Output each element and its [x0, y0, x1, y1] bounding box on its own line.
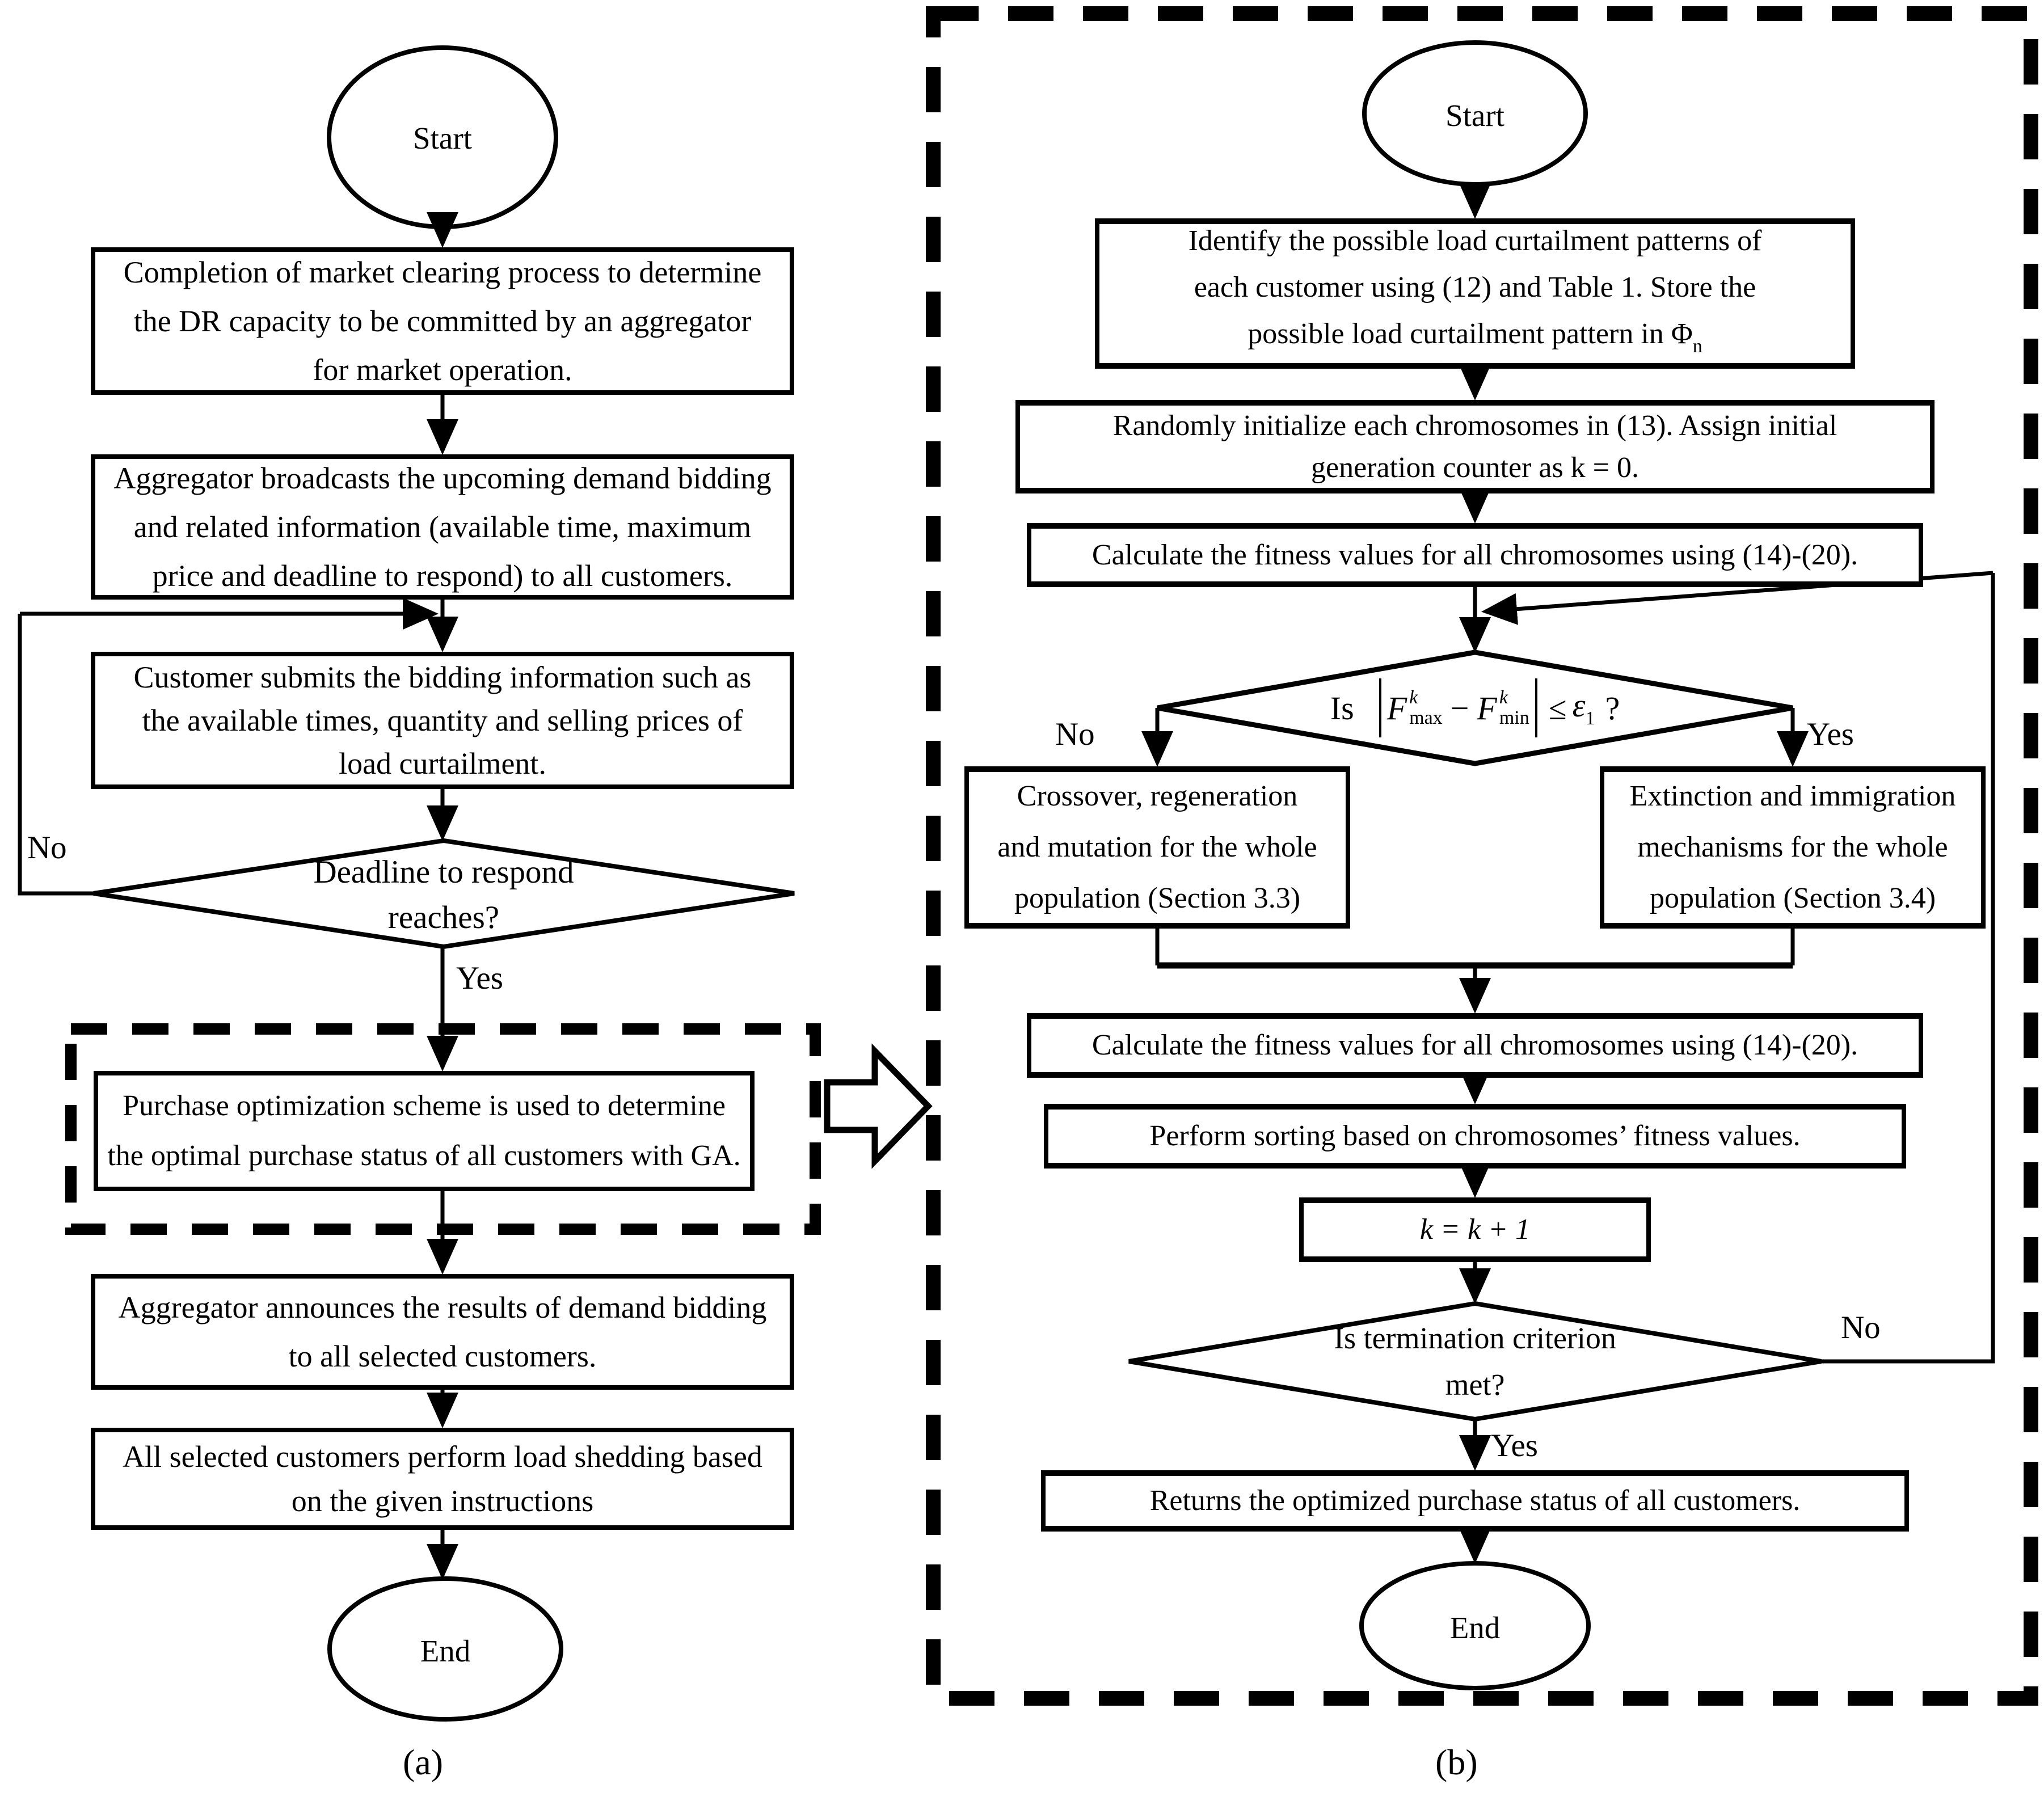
process-identify-patterns: Identify the possible load curtailment p…	[1095, 218, 1855, 369]
start-label-b: Start	[1445, 98, 1504, 133]
convergence-no-label: No	[1055, 716, 1095, 752]
deadline-yes-label: Yes	[456, 960, 503, 996]
abs-bar-right	[1535, 678, 1537, 737]
process-customer-submit: Customer submits the bidding information…	[91, 652, 794, 789]
process-initialize-chromosomes: Randomly initialize each chromosomes in …	[1015, 400, 1935, 493]
connectors-b	[1141, 183, 1995, 1564]
convergence-yes-label: Yes	[1807, 716, 1854, 752]
process-purchase-optimization: Purchase optimization scheme is used to …	[94, 1071, 755, 1191]
process-broadcast: Aggregator broadcasts the upcoming deman…	[91, 454, 794, 600]
process-market-clearing: Completion of market clearing process to…	[91, 247, 794, 395]
block-arrow-a-to-b	[824, 1043, 933, 1169]
termination-no-label: No	[1841, 1310, 1881, 1345]
dashed-frame-b	[926, 6, 2038, 1706]
process-sorting: Perform sorting based on chromosomes’ fi…	[1044, 1104, 1906, 1169]
deadline-decision-text: Deadline to respond reaches?	[313, 854, 574, 935]
connectors-a	[18, 212, 458, 1580]
panel-label-a: (a)	[403, 1742, 444, 1782]
convergence-decision-diamond	[1157, 649, 1793, 766]
abs-bar-left	[1379, 678, 1381, 737]
process-increment-k: k = k + 1	[1299, 1197, 1651, 1262]
start-label-a: Start	[413, 121, 472, 155]
panel-label-b: (b)	[1435, 1742, 1478, 1782]
process-crossover-mutation: Crossover, regeneration and mutation for…	[964, 766, 1350, 929]
termination-decision-text: Is termination criterion met?	[1334, 1321, 1616, 1402]
process-fitness-2: Calculate the fitness values for all chr…	[1027, 1013, 1923, 1078]
end-label-a: End	[420, 1634, 471, 1668]
process-fitness-1: Calculate the fitness values for all chr…	[1027, 523, 1923, 587]
process-returns-status: Returns the optimized purchase status of…	[1041, 1470, 1909, 1532]
process-load-shedding: All selected customers perform load shed…	[91, 1428, 794, 1530]
termination-yes-label: Yes	[1491, 1428, 1538, 1463]
process-extinction-immigration: Extinction and immigration mechanisms fo…	[1600, 766, 1986, 929]
end-label-b: End	[1449, 1610, 1501, 1645]
process-announce: Aggregator announces the results of dema…	[91, 1274, 794, 1390]
phi-subscript: n	[1692, 335, 1702, 357]
deadline-no-label: No	[27, 830, 67, 866]
